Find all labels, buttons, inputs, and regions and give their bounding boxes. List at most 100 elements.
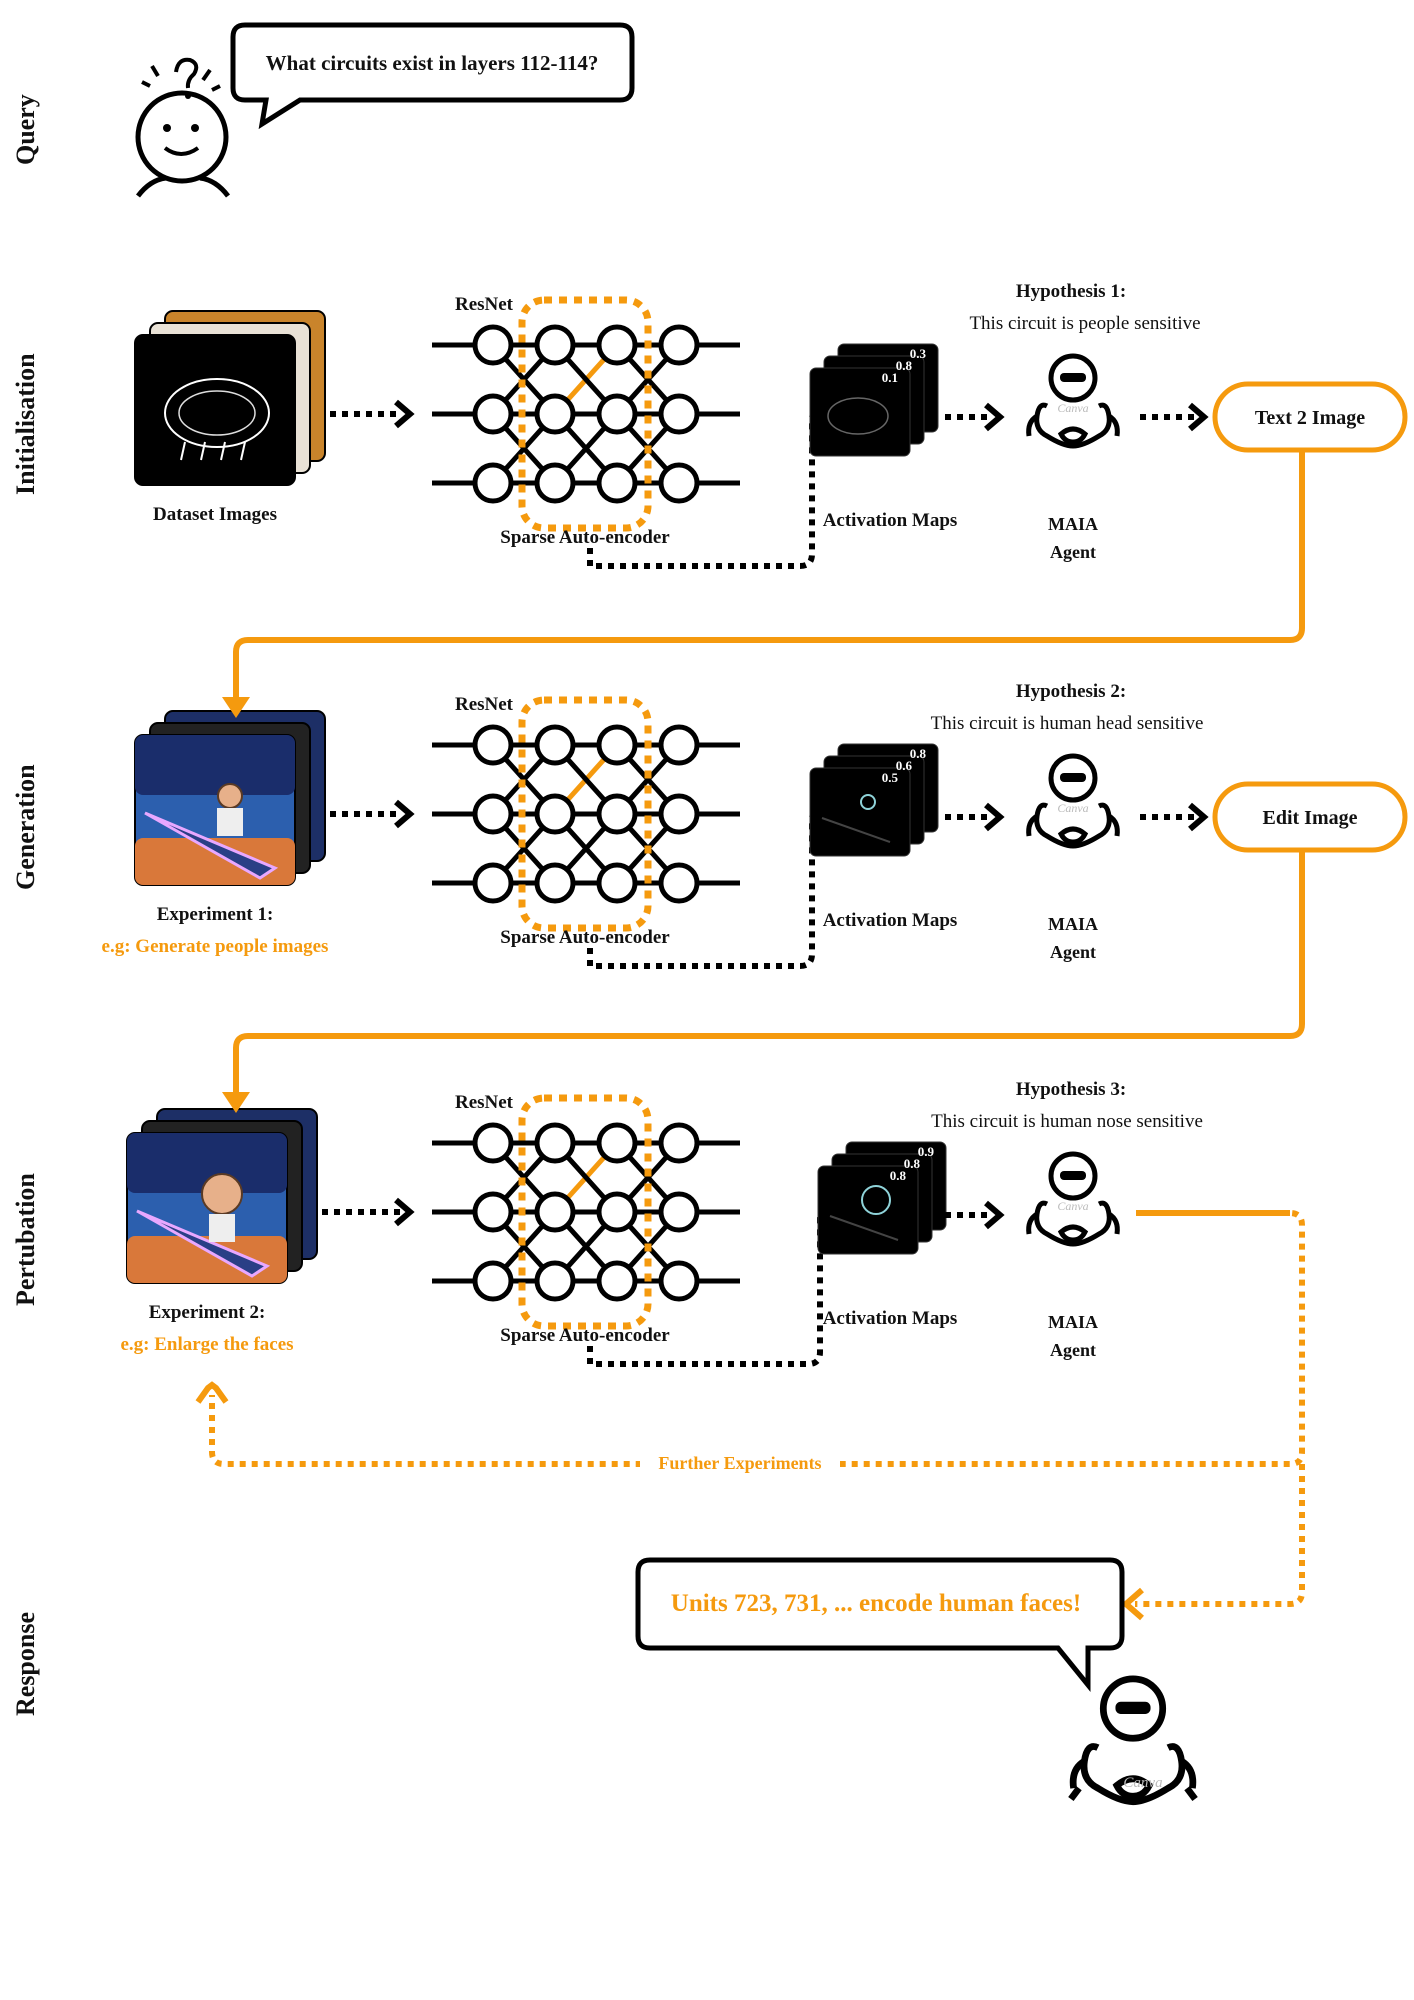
robot-agent-icon [1068, 1675, 1198, 1806]
flow-network-to-maps [587, 1203, 842, 1367]
maps-caption: Activation Maps [823, 1308, 958, 1329]
connector-arrowhead [222, 697, 250, 718]
network-node [596, 1260, 638, 1302]
network-node [534, 462, 576, 504]
network-title: ResNet [455, 294, 514, 315]
network-node [658, 862, 700, 904]
network-node [658, 1191, 700, 1233]
input-image-stack [134, 710, 326, 886]
network-node [472, 1122, 514, 1164]
network-node [658, 462, 700, 504]
sparse-autoencoder-box [518, 1094, 652, 1330]
network-node [534, 724, 576, 766]
network-node [472, 324, 514, 366]
stage-label-response: Response [11, 1612, 40, 1716]
robot-agent-icon: Canva [1026, 753, 1120, 849]
activation-maps-stack: 0.30.80.1 [809, 343, 939, 457]
response-text: Units 723, 731, ... encode human faces! [671, 1590, 1081, 1617]
tardigrade-image [164, 378, 270, 461]
network-node [596, 793, 638, 835]
query-speech-bubble: What circuits exist in layers 112-114? [230, 22, 635, 130]
sparse-autoencoder-box [518, 696, 652, 932]
sparse-autoencoder-box [518, 296, 652, 532]
stage-label-pertubation: Pertubation [11, 1173, 40, 1306]
tool-label: Edit Image [1263, 807, 1358, 829]
activation-score: 0.3 [910, 346, 927, 361]
network-node [534, 1122, 576, 1164]
network-node [658, 324, 700, 366]
agent-name: MAIA [1048, 914, 1098, 934]
robot-agent-icon: Canva [1026, 353, 1120, 449]
watermark: Canva [1057, 801, 1088, 815]
network-node [596, 462, 638, 504]
resnet-network [432, 696, 740, 932]
stage-label-generation: Generation [11, 764, 40, 890]
network-node [534, 393, 576, 435]
network-node [472, 793, 514, 835]
network-node [658, 1260, 700, 1302]
network-node [472, 462, 514, 504]
connector-row2-to-row3 [233, 848, 1305, 1100]
resnet-network [432, 1094, 740, 1330]
network-title: ResNet [455, 1092, 514, 1113]
watermark: Canva [1057, 1199, 1088, 1213]
activation-score: 0.6 [896, 758, 913, 773]
network-title: ResNet [455, 694, 514, 715]
network-node [472, 862, 514, 904]
network-node [596, 324, 638, 366]
rocket-image [127, 1133, 287, 1283]
hypothesis-text: This circuit is human head sensitive [931, 713, 1204, 734]
agent-name: MAIA [1048, 514, 1098, 534]
flow-network-to-maps [587, 405, 834, 569]
activation-score: 0.9 [918, 1144, 935, 1159]
network-node [596, 724, 638, 766]
query-section: Query What circuits exist in layers 112-… [11, 22, 635, 198]
flow-network-to-maps [587, 805, 834, 969]
input-image-stack [134, 310, 326, 486]
network-node [534, 324, 576, 366]
network-node [534, 793, 576, 835]
agent-sub: Agent [1050, 942, 1096, 962]
hypothesis-title: Hypothesis 1: [1016, 281, 1126, 302]
network-node [472, 393, 514, 435]
network-node [596, 1191, 638, 1233]
network-node [658, 393, 700, 435]
tool-label: Text 2 Image [1255, 407, 1365, 429]
activation-score: 0.8 [896, 358, 913, 373]
response-speech-bubble: Units 723, 731, ... encode human faces! [635, 1557, 1125, 1693]
maps-caption: Activation Maps [823, 910, 958, 931]
agent-sub: Agent [1050, 542, 1096, 562]
activation-score: 0.8 [904, 1156, 921, 1171]
maps-caption: Activation Maps [823, 510, 958, 531]
network-caption: Sparse Auto-encoder [500, 927, 670, 948]
connector-row1-to-row2 [233, 452, 1305, 705]
activation-score: 0.5 [882, 770, 899, 785]
robot-agent-icon: Canva [1026, 1151, 1120, 1247]
network-caption: Sparse Auto-encoder [500, 1325, 670, 1346]
stage-label-query: Query [11, 94, 40, 165]
stage-label-initialisation: Initialisation [11, 353, 40, 495]
input-image-stack [126, 1108, 318, 1284]
activation-score: 0.8 [910, 746, 927, 761]
further-experiments-loop: Further Experiments [195, 1210, 1305, 1621]
network-node [472, 724, 514, 766]
network-node [596, 393, 638, 435]
hypothesis-title: Hypothesis 2: [1016, 681, 1126, 702]
network-caption: Sparse Auto-encoder [500, 527, 670, 548]
hypothesis-title: Hypothesis 3: [1016, 1079, 1126, 1100]
network-node [658, 724, 700, 766]
network-node [596, 1122, 638, 1164]
query-text: What circuits exist in layers 112-114? [266, 51, 599, 75]
agent-name: MAIA [1048, 1312, 1098, 1332]
network-node [472, 1260, 514, 1302]
input-caption: Experiment 2: [149, 1302, 266, 1323]
input-caption: Dataset Images [153, 504, 277, 525]
input-caption: Experiment 1: [157, 904, 274, 925]
resnet-network [432, 296, 740, 532]
response-section: Response Units 723, 731, ... encode huma… [11, 1557, 1198, 1806]
network-node [658, 1122, 700, 1164]
